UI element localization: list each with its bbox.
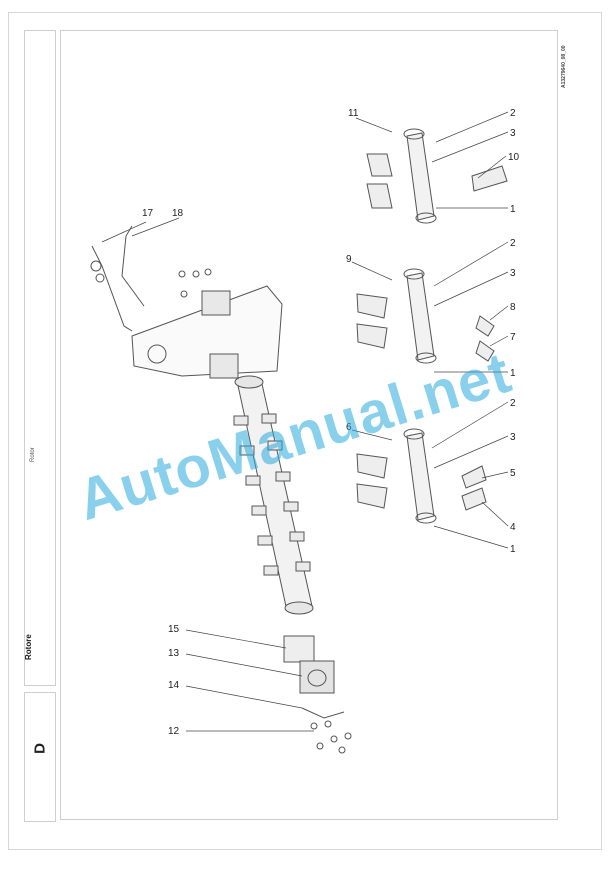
blade-holder-middle	[356, 268, 495, 364]
callout-12: 12	[168, 726, 180, 737]
section-letter-tab	[24, 692, 56, 822]
callout-3-middle: 3	[510, 268, 516, 279]
section-letter: D	[31, 743, 49, 754]
callout-8: 8	[510, 302, 516, 313]
callout-3-bottom: 3	[510, 432, 516, 443]
callout-2-top: 2	[510, 108, 516, 119]
callout-10: 10	[508, 152, 520, 163]
callout-14: 14	[168, 680, 180, 691]
callout-2-bottom: 2	[510, 398, 516, 409]
content-frame	[60, 30, 558, 820]
callout-13: 13	[168, 648, 180, 659]
callout-9: 9	[346, 254, 352, 265]
blade-holder-bottom	[356, 428, 487, 524]
callout-1-top: 1	[510, 204, 516, 215]
callout-15: 15	[168, 624, 180, 635]
callout-1-middle: 1	[510, 368, 516, 379]
side-plate	[131, 285, 283, 379]
callout-5: 5	[510, 468, 516, 479]
rotor-shaft	[233, 375, 314, 615]
document-code: A13279640_08_00	[561, 45, 567, 88]
callout-6: 6	[346, 422, 352, 433]
section-tab	[24, 30, 56, 686]
section-title: Rotore	[24, 634, 33, 660]
callout-4: 4	[510, 522, 516, 533]
callout-18: 18	[172, 208, 184, 219]
callout-3-top: 3	[510, 128, 516, 139]
leader-lines	[101, 111, 509, 732]
lever-arm	[90, 225, 212, 332]
exploded-parts-diagram: 11 2 3 10 1 9 2 3 8 7 1 6 2 3 5 4 1 18 1…	[90, 108, 520, 754]
bearing-assembly	[283, 635, 352, 754]
blade-holder-top	[366, 128, 508, 224]
callout-17: 17	[142, 208, 154, 219]
callout-11: 11	[348, 108, 359, 119]
callout-2-middle: 2	[510, 238, 516, 249]
callout-7: 7	[510, 332, 516, 343]
running-title: Rotor	[30, 447, 36, 462]
page-frame	[8, 12, 602, 850]
callout-1-bottom: 1	[510, 544, 516, 555]
